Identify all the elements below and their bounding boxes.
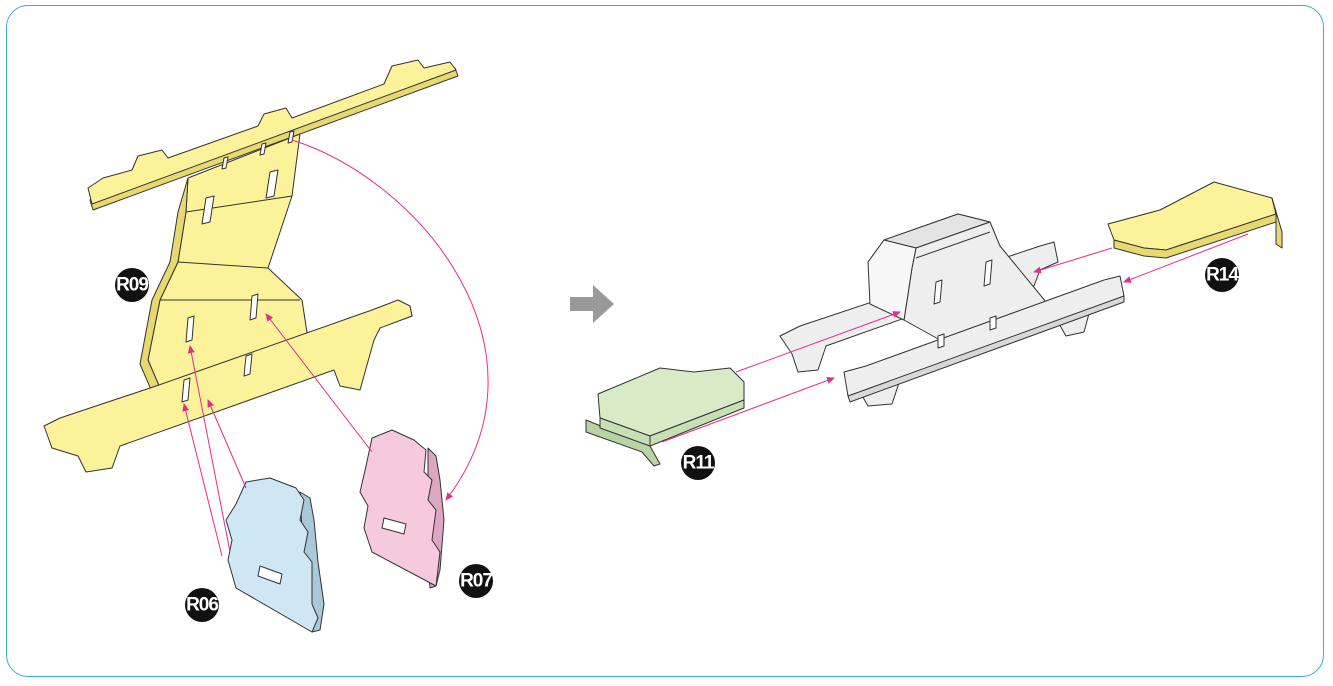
part-r09: [44, 60, 458, 472]
right-arrow-icon: [570, 285, 614, 323]
label-r07: R07: [459, 564, 493, 598]
part-r11: [586, 368, 744, 466]
label-r06: R06: [185, 588, 219, 622]
part-r14: [1108, 182, 1282, 258]
label-r09: R09: [115, 268, 149, 302]
svg-text:R06: R06: [186, 595, 218, 616]
part-r06: [226, 478, 324, 632]
label-r11: R11: [681, 446, 715, 480]
svg-text:R11: R11: [683, 453, 715, 474]
svg-text:R14: R14: [1206, 265, 1239, 286]
part-r07: [360, 430, 444, 588]
svg-text:R07: R07: [460, 571, 492, 592]
label-r14: R14: [1205, 258, 1239, 292]
svg-text:R09: R09: [116, 275, 148, 296]
arrow-r06-slot-mid: [208, 400, 246, 488]
part-chassis: [780, 214, 1124, 406]
